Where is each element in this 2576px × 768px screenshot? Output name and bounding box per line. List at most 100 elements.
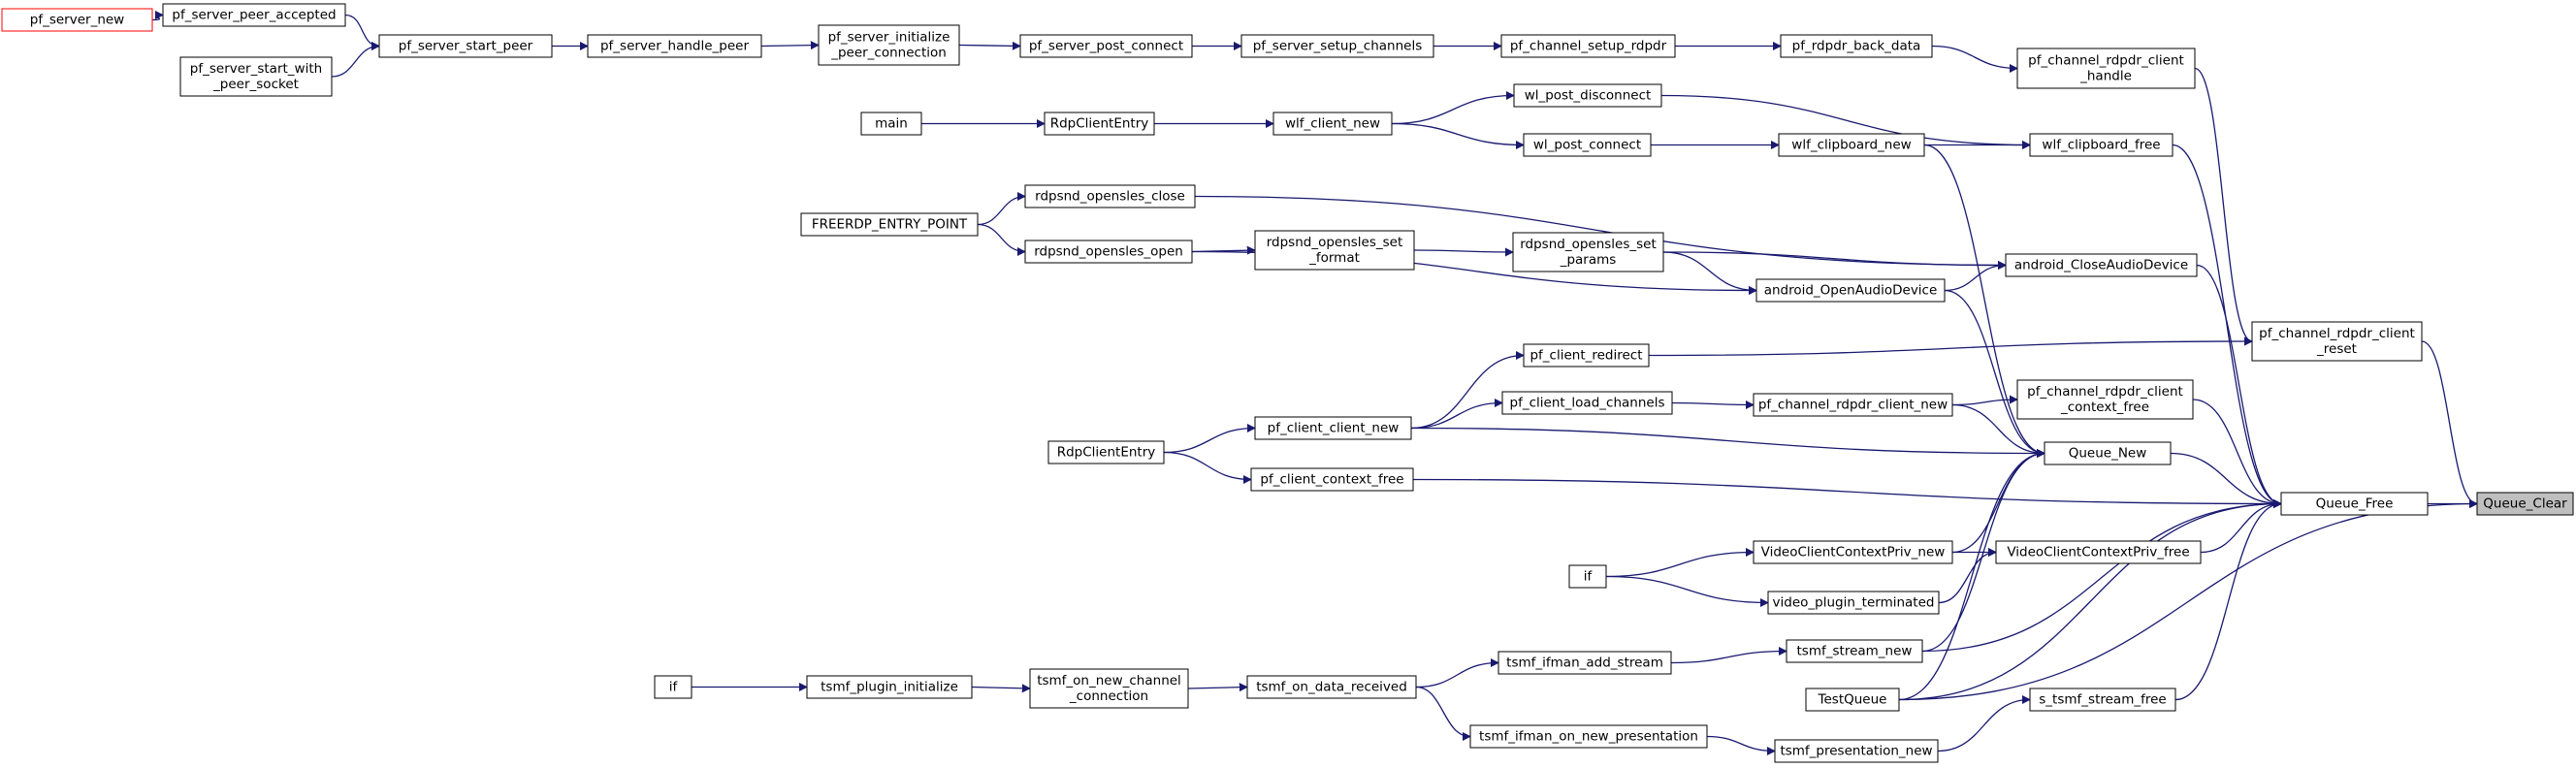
node-rdpsnd-opensles-open[interactable]: rdpsnd_opensles_open: [1024, 240, 1193, 264]
edge-android-openaudiodevice-to-android-closeaudiodevice: [1944, 260, 2007, 292]
node-pf-client-redirect[interactable]: pf_client_redirect: [1523, 343, 1650, 368]
edge-rdpsnd-opensles-set-params-to-android-openaudiodevice: [1662, 251, 1757, 296]
node-pf-server-start-with-peer-socket[interactable]: pf_server_start_with_peer_socket: [179, 56, 333, 97]
node-box: [2016, 379, 2194, 420]
node-tsmf-ifman-on-new-presentation[interactable]: tsmf_ifman_on_new_presentation: [1469, 724, 1708, 749]
node-if-2[interactable]: if: [654, 675, 692, 699]
edge-freerdp-entry-point-to-rdpsnd-opensles-open: [977, 223, 1026, 257]
node-pf-server-setup-channels[interactable]: pf_server_setup_channels: [1240, 34, 1434, 58]
edge-tsmf-presentation-new-to-s-tsmf-stream-free: [1937, 694, 2031, 752]
node-pf-server-initialize-peer-connection[interactable]: pf_server_initialize_peer_connection: [818, 24, 960, 66]
node-box: [1753, 540, 1953, 564]
node-tsmf-ifman-add-stream[interactable]: tsmf_ifman_add_stream: [1497, 651, 1672, 675]
node-video-plugin-terminated[interactable]: video_plugin_terminated: [1767, 591, 1940, 615]
node-tsmf-stream-new[interactable]: tsmf_stream_new: [1786, 639, 1923, 663]
node-label: pf_channel_rdpdr_client: [2027, 384, 2183, 400]
node-box: [1246, 675, 1417, 699]
node-box: [1497, 651, 1672, 675]
node-videoclientcontextpriv-free[interactable]: VideoClientContextPriv_free: [1995, 540, 2202, 564]
node-wl-post-connect[interactable]: wl_post_connect: [1523, 133, 1652, 157]
node-label: wl_post_connect: [1533, 138, 1641, 153]
node-label: tsmf_ifman_on_new_presentation: [1479, 729, 1698, 745]
edge-videoclientcontextpriv-new-to-queue-new: [1951, 448, 2045, 554]
node-rdpsnd-opensles-set-format[interactable]: rdpsnd_opensles_set_format: [1254, 230, 1415, 271]
node-label: pf_client_load_channels: [1510, 396, 1665, 411]
node-pf-channel-rdpdr-client-new[interactable]: pf_channel_rdpdr_client_new: [1753, 393, 1953, 417]
node-pf-client-load-channels[interactable]: pf_client_load_channels: [1501, 391, 1673, 415]
node-pf-server-post-connect[interactable]: pf_server_post_connect: [1019, 34, 1193, 58]
node-box: [806, 675, 973, 699]
node-wlf-client-new[interactable]: wlf_client_new: [1272, 112, 1393, 136]
node-box: [2016, 48, 2196, 89]
edge-pf-channel-rdpdr-client-new-to-queue-new: [1951, 403, 2045, 459]
node-label: wlf_client_new: [1285, 116, 1380, 132]
node-label: pf_rdpdr_back_data: [1792, 39, 1921, 54]
node-s-tsmf-stream-free[interactable]: s_tsmf_stream_free: [2029, 688, 2176, 712]
node-pf-server-peer-accepted[interactable]: pf_server_peer_accepted: [162, 3, 346, 27]
node-tsmf-on-new-channel-connection[interactable]: tsmf_on_new_channel_connection: [1029, 668, 1189, 709]
edge-video-plugin-terminated-to-videoclientcontextpriv-free: [1938, 547, 1997, 604]
node-pf-channel-rdpdr-client-context-free[interactable]: pf_channel_rdpdr_client_context_free: [2016, 379, 2194, 420]
node-label: pf_server_post_connect: [1029, 39, 1183, 54]
edge-tsmf-ifman-on-new-presentation-to-tsmf-presentation-new: [1706, 735, 1776, 756]
node-pf-channel-rdpdr-client-reset[interactable]: pf_channel_rdpdr_client_reset: [2251, 321, 2423, 362]
node-label: pf_channel_rdpdr_client_new: [1758, 398, 1948, 413]
node-wlf-clipboard-free[interactable]: wlf_clipboard_free: [2029, 133, 2174, 157]
node-tsmf-presentation-new[interactable]: tsmf_presentation_new: [1774, 739, 1939, 763]
node-box: [2044, 441, 2172, 465]
node-box: [162, 3, 346, 27]
edge-wlf-client-new-to-wl-post-disconnect: [1391, 90, 1515, 125]
node-videoclientcontextpriv-new[interactable]: VideoClientContextPriv_new: [1753, 540, 1953, 564]
node-rdpsnd-opensles-close[interactable]: rdpsnd_opensles_close: [1024, 184, 1196, 208]
node-label: wl_post_disconnect: [1525, 88, 1652, 104]
node-freerdp-entry-point[interactable]: FREERDP_ENTRY_POINT: [800, 212, 979, 237]
node-testqueue[interactable]: TestQueue: [1805, 688, 1900, 712]
node-box: [1755, 278, 1946, 303]
edge-android-openaudiodevice-to-queue-new: [1944, 289, 2045, 459]
node-box: [1523, 343, 1650, 368]
node-if-1[interactable]: if: [1568, 564, 1607, 589]
node-queue-free[interactable]: Queue_Free: [2280, 492, 2429, 516]
node-android-openaudiodevice[interactable]: android_OpenAudioDevice: [1755, 278, 1946, 303]
node-box: [1024, 184, 1196, 208]
node-wlf-clipboard-new[interactable]: wlf_clipboard_new: [1778, 133, 1925, 157]
node-pf-client-context-free[interactable]: pf_client_context_free: [1250, 467, 1414, 492]
node-box: [1753, 393, 1953, 417]
node-wl-post-disconnect[interactable]: wl_post_disconnect: [1513, 83, 1662, 108]
node-pf-channel-rdpdr-client-handle[interactable]: pf_channel_rdpdr_client_handle: [2016, 48, 2196, 89]
node-pf-server-handle-peer[interactable]: pf_server_handle_peer: [587, 34, 762, 58]
edge-wlf-client-new-to-wl-post-connect: [1391, 122, 1525, 150]
node-queue-clear[interactable]: Queue_Clear: [2476, 492, 2574, 516]
edge-rdpcliententry-2-to-pf-client-client-new: [1163, 423, 1256, 454]
node-label: TestQueue: [1818, 692, 1887, 708]
node-queue-new[interactable]: Queue_New: [2044, 441, 2172, 465]
node-pf-server-start-peer[interactable]: pf_server_start_peer: [378, 34, 553, 58]
node-rdpsnd-opensles-set-params[interactable]: rdpsnd_opensles_set_params: [1512, 232, 1664, 272]
node-box: [1501, 391, 1673, 415]
edge-testqueue-to-queue-clear: [1898, 498, 2478, 701]
node-box: [1780, 34, 1933, 58]
node-box: [1024, 240, 1193, 264]
node-pf-server-new[interactable]: pf_server_new: [1, 8, 153, 32]
node-rdpcliententry-1[interactable]: RdpClientEntry: [1044, 112, 1155, 136]
node-rdpcliententry-2[interactable]: RdpClientEntry: [1047, 440, 1165, 464]
node-android-closeaudiodevice[interactable]: android_CloseAudioDevice: [2005, 253, 2198, 277]
node-label: Queue_Clear: [2483, 496, 2567, 512]
edge-rdpsnd-opensles-set-format-to-rdpsnd-opensles-set-params: [1413, 247, 1514, 257]
node-box: [2029, 133, 2174, 157]
node-box: [860, 112, 922, 136]
node-box: [179, 56, 333, 97]
node-main[interactable]: main: [860, 112, 922, 136]
node-label: wlf_clipboard_new: [1791, 138, 1911, 153]
node-pf-client-client-new[interactable]: pf_client_client_new: [1254, 416, 1412, 440]
node-box: [1254, 230, 1415, 271]
node-tsmf-plugin-initialize[interactable]: tsmf_plugin_initialize: [806, 675, 973, 699]
node-pf-channel-setup-rdpdr[interactable]: pf_channel_setup_rdpdr: [1500, 34, 1676, 58]
node-pf-rdpdr-back-data[interactable]: pf_rdpdr_back_data: [1780, 34, 1933, 58]
edge-pf-channel-rdpdr-client-new-to-pf-channel-rdpdr-client-context-free: [1951, 395, 2018, 406]
edge-pf-channel-rdpdr-client-reset-to-queue-clear: [2421, 340, 2478, 509]
edge-if-1-to-videoclientcontextpriv-new: [1605, 547, 1755, 578]
edge-pf-rdpdr-back-data-to-pf-channel-rdpdr-client-handle: [1931, 45, 2018, 74]
node-tsmf-on-data-received[interactable]: tsmf_on_data_received: [1246, 675, 1417, 699]
node-label: tsmf_stream_new: [1797, 644, 1913, 659]
